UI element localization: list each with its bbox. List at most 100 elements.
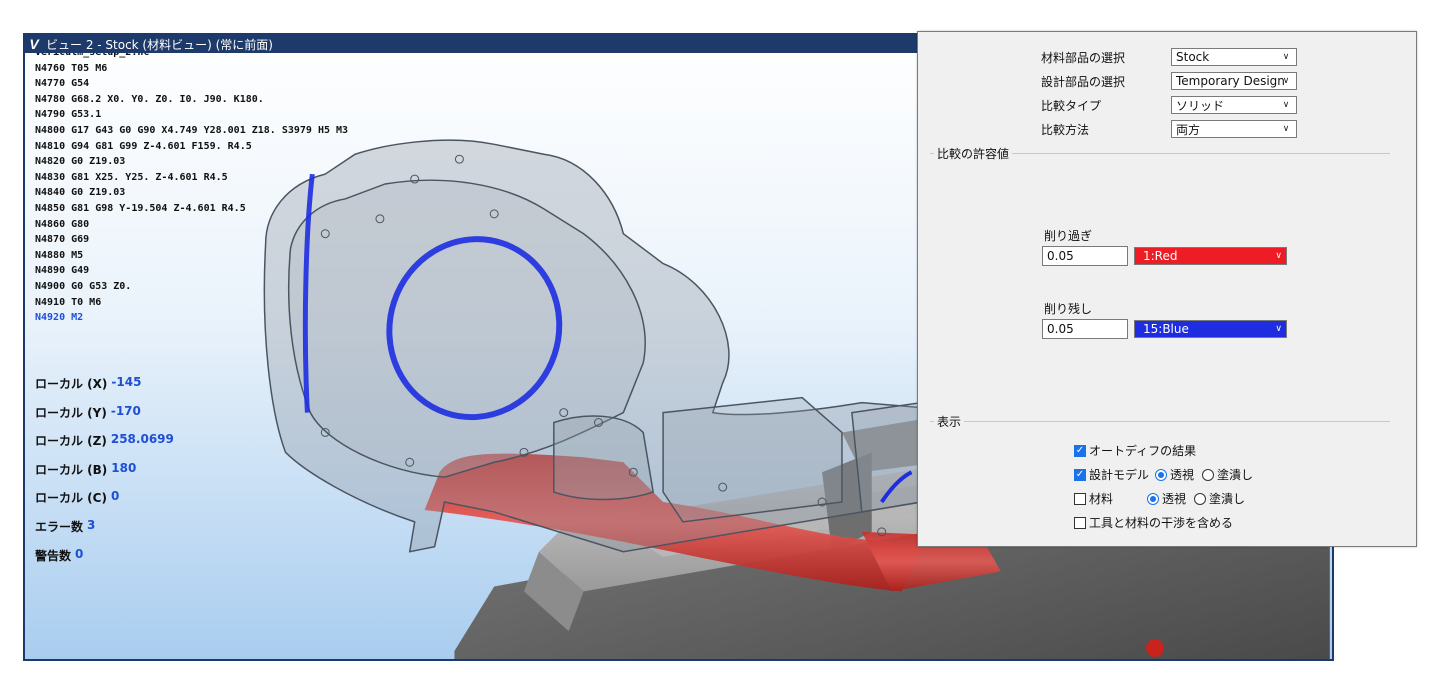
tolerance-group-title: 比較の許容値 <box>934 145 1013 162</box>
nc-line: N4770 G54 <box>35 78 90 90</box>
design-model-checkbox[interactable]: ✓ <box>1074 468 1086 481</box>
readout-value: 3 <box>87 517 96 532</box>
readout-error-count: エラー数 3 <box>35 518 174 547</box>
stock-select-label: 材料部品の選択 <box>1041 51 1126 65</box>
nc-line: N4790 G53.1 <box>35 109 102 121</box>
readout-value: 0 <box>75 546 84 561</box>
nc-line: N4810 G94 G81 G99 Z-4.601 F159. R4.5 <box>35 140 252 152</box>
readout-label: ローカル (Z) <box>35 434 107 449</box>
nc-line: N4800 G17 G43 G0 G90 X4.749 Y28.001 Z18.… <box>35 124 349 136</box>
nc-line: N4880 M5 <box>35 249 84 261</box>
stock-part-translucent <box>263 139 923 553</box>
include-collision-option[interactable]: 工具と材料の干渉を含める <box>1074 514 1233 531</box>
gouge-color-value: 1:Red <box>1143 249 1178 263</box>
stock-shaded-label: 塗潰し <box>1209 492 1246 506</box>
compare-method-select[interactable]: 両方 ∨ <box>1171 120 1297 138</box>
readout-value: 180 <box>111 460 137 475</box>
excess-label: 削り残し <box>1044 302 1093 316</box>
design-shaded-radio[interactable] <box>1202 468 1215 481</box>
nc-line: N4870 G69 <box>35 234 90 246</box>
stock-select[interactable]: Stock ∨ <box>1171 48 1297 66</box>
design-shaded-label: 塗潰し <box>1217 468 1254 482</box>
nc-line: N4900 G0 G53 Z0. <box>35 280 132 292</box>
nc-line: N4910 T0 M6 <box>35 296 102 308</box>
excess-color-select[interactable]: 15:Blue ∨ <box>1134 320 1287 338</box>
autodiff-result-label: オートディフの結果 <box>1089 444 1197 458</box>
nc-program-listing: vericutm_setup_2.nc N4760 T05 M6 N4770 G… <box>35 47 349 326</box>
readout-local-c: ローカル (C) 0 <box>35 489 174 518</box>
design-display-mode: 透視 塗潰し <box>1155 466 1253 483</box>
include-collision-checkbox[interactable] <box>1074 516 1086 529</box>
display-group-border <box>930 421 1390 422</box>
include-collision-label: 工具と材料の干渉を含める <box>1089 516 1234 530</box>
chevron-down-icon: ∨ <box>1282 76 1290 86</box>
gouge-label: 削り過ぎ <box>1044 229 1093 243</box>
gouge-color-select[interactable]: 1:Red ∨ <box>1134 247 1287 265</box>
design-transparent-label: 透視 <box>1170 468 1195 482</box>
stock-display-mode: 透視 塗潰し <box>1147 490 1245 507</box>
readout-label: ローカル (X) <box>35 377 108 391</box>
chevron-down-icon: ∨ <box>1275 251 1282 261</box>
gouge-tolerance-input[interactable] <box>1042 246 1128 266</box>
readout-value: -145 <box>111 375 142 389</box>
tolerance-group-border <box>930 153 1390 154</box>
compare-type-value: ソリッド <box>1176 98 1225 113</box>
autodiff-compare-dialog: 材料部品の選択 Stock ∨ 設計部品の選択 Temporary Design… <box>917 31 1417 547</box>
design-model-option[interactable]: ✓ 設計モデル 透視 塗潰し <box>1074 466 1253 483</box>
stock-transparent-radio[interactable] <box>1147 492 1160 505</box>
autodiff-result-option[interactable]: ✓ オートディフの結果 <box>1074 442 1196 459</box>
readout-label: ローカル (Y) <box>35 405 107 420</box>
excess-edge-right <box>880 470 913 504</box>
compare-method-value: 両方 <box>1176 122 1201 137</box>
readout-local-y: ローカル (Y) -170 <box>35 404 174 433</box>
readout-warning-count: 警告数 0 <box>35 547 174 576</box>
readout-label: ローカル (C) <box>35 491 107 506</box>
readout-local-b: ローカル (B) 180 <box>35 461 174 490</box>
readout-label: エラー数 <box>35 519 84 534</box>
readout-value: 258.0699 <box>110 432 174 447</box>
stock-shaded-radio[interactable] <box>1194 492 1207 505</box>
view-title: ビュー 2 - Stock (材料ビュー) (常に前面) <box>46 37 273 52</box>
compare-method-label: 比較方法 <box>1041 123 1090 137</box>
nc-line: N4890 G49 <box>35 265 90 277</box>
nc-current-line: N4920 M2 <box>35 312 84 324</box>
design-model-label: 設計モデル <box>1089 468 1150 482</box>
chevron-down-icon: ∨ <box>1282 52 1290 62</box>
stock-model-label: 材料 <box>1089 492 1114 506</box>
nc-line: N4780 G68.2 X0. Y0. Z0. I0. J90. K180. <box>35 93 264 105</box>
readout-local-x: ローカル (X) -145 <box>35 375 174 404</box>
chevron-down-icon: ∨ <box>1275 324 1282 334</box>
nc-line: N4820 G0 Z19.03 <box>35 156 126 168</box>
excess-tolerance-input[interactable] <box>1042 319 1128 339</box>
readout-value: 0 <box>110 489 120 504</box>
nc-line: N4760 T05 M6 <box>35 62 108 74</box>
compare-type-label: 比較タイプ <box>1041 99 1102 113</box>
design-select-label: 設計部品の選択 <box>1041 75 1126 89</box>
readout-label: 警告数 <box>35 548 72 563</box>
excess-ring <box>386 236 563 421</box>
nc-line: N4830 G81 X25. Y25. Z-4.601 R4.5 <box>35 171 228 183</box>
compare-type-select[interactable]: ソリッド ∨ <box>1171 96 1297 114</box>
vericut-logo-icon: V <box>29 36 39 52</box>
stock-transparent-label: 透視 <box>1162 492 1187 506</box>
design-select[interactable]: Temporary Design ∨ <box>1171 72 1297 90</box>
display-group-title: 表示 <box>934 413 965 430</box>
readout-label: ローカル (B) <box>35 462 108 477</box>
readout-value: -170 <box>110 403 141 418</box>
stock-model-option[interactable]: 材料 透視 塗潰し <box>1074 490 1245 507</box>
autodiff-result-checkbox[interactable]: ✓ <box>1074 444 1086 457</box>
excess-edge <box>302 173 315 413</box>
chevron-down-icon: ∨ <box>1282 100 1290 110</box>
design-transparent-radio[interactable] <box>1155 468 1168 481</box>
excess-color-value: 15:Blue <box>1143 322 1189 336</box>
position-readouts: ローカル (X) -145 ローカル (Y) -170 ローカル (Z) 258… <box>35 375 174 575</box>
design-select-value: Temporary Design <box>1176 74 1285 88</box>
readout-local-z: ローカル (Z) 258.0699 <box>35 432 174 461</box>
nc-line: N4860 G80 <box>35 218 90 230</box>
chevron-down-icon: ∨ <box>1282 124 1290 134</box>
stock-select-value: Stock <box>1176 50 1210 64</box>
hole-markers <box>320 154 887 537</box>
nc-line: N4850 G81 G98 Y-19.504 Z-4.601 R4.5 <box>35 202 246 214</box>
stock-model-checkbox[interactable] <box>1074 492 1086 505</box>
nc-line: N4840 G0 Z19.03 <box>35 187 126 199</box>
